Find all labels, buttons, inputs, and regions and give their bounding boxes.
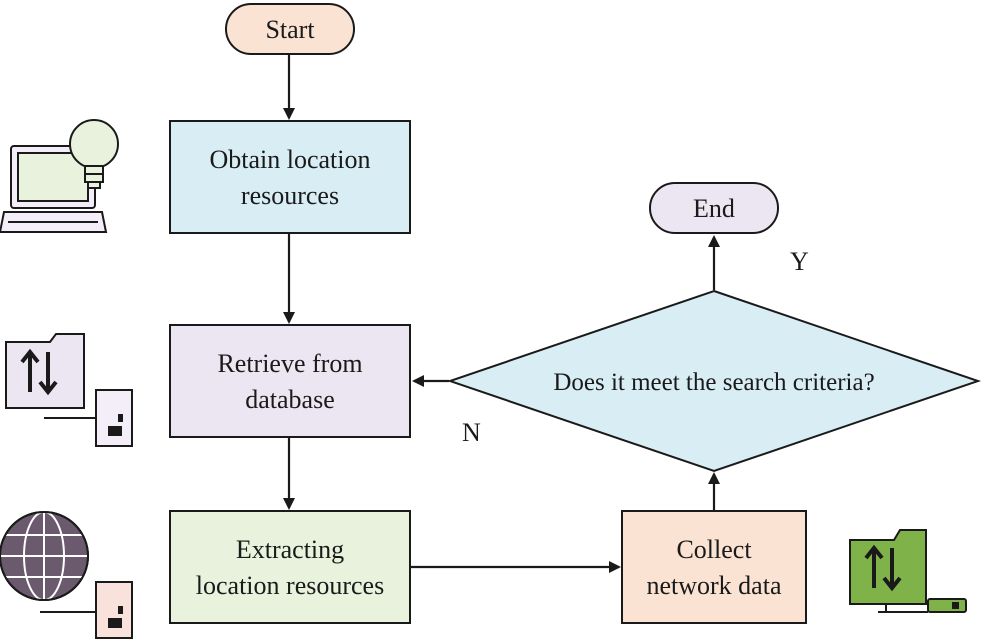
node-end: End — [649, 182, 779, 234]
node-decision-label: Does it meet the search criteria? — [553, 369, 874, 396]
arrow-down-glyph — [38, 352, 58, 396]
node-retrieve: Retrieve from database — [169, 324, 411, 438]
node-decision: Does it meet the search criteria? — [446, 289, 982, 473]
node-retrieve-shape — [169, 324, 411, 438]
node-extracting-label-line2: location resources — [196, 571, 384, 600]
node-extracting-shape — [169, 510, 411, 624]
node-retrieve-label-line2: database — [245, 385, 335, 414]
node-extracting: Extracting location resources — [169, 510, 411, 624]
node-obtain: Obtain location resources — [169, 120, 411, 234]
node-end-shape — [649, 182, 779, 234]
node-obtain-label-line2: resources — [241, 181, 339, 210]
file-transfer-green-icon — [849, 529, 967, 613]
node-obtain-label-line1: Obtain location — [209, 145, 370, 174]
arrow-up-glyph — [20, 348, 40, 392]
edge-label-no: N — [462, 418, 481, 447]
laptop-lightbulb-icon — [0, 119, 119, 233]
node-collect-shape — [621, 510, 807, 624]
arrow-up-glyph-green — [864, 544, 884, 588]
node-start: Start — [225, 3, 355, 55]
arrow-down-glyph-green — [882, 548, 902, 592]
edge-label-yes: Y — [790, 247, 809, 276]
node-collect-label-line1: Collect — [676, 535, 752, 564]
node-decision-shape — [446, 289, 982, 473]
node-collect-label-line2: network data — [646, 571, 781, 600]
node-extracting-label-line1: Extracting — [236, 535, 344, 564]
node-obtain-shape — [169, 120, 411, 234]
node-end-label: End — [693, 194, 735, 223]
file-transfer-icon — [5, 333, 133, 447]
globe-icon — [0, 511, 133, 639]
node-start-shape — [225, 3, 355, 55]
node-collect: Collect network data — [621, 510, 807, 624]
node-start-label: Start — [265, 15, 315, 44]
node-retrieve-label-line1: Retrieve from — [217, 349, 362, 378]
